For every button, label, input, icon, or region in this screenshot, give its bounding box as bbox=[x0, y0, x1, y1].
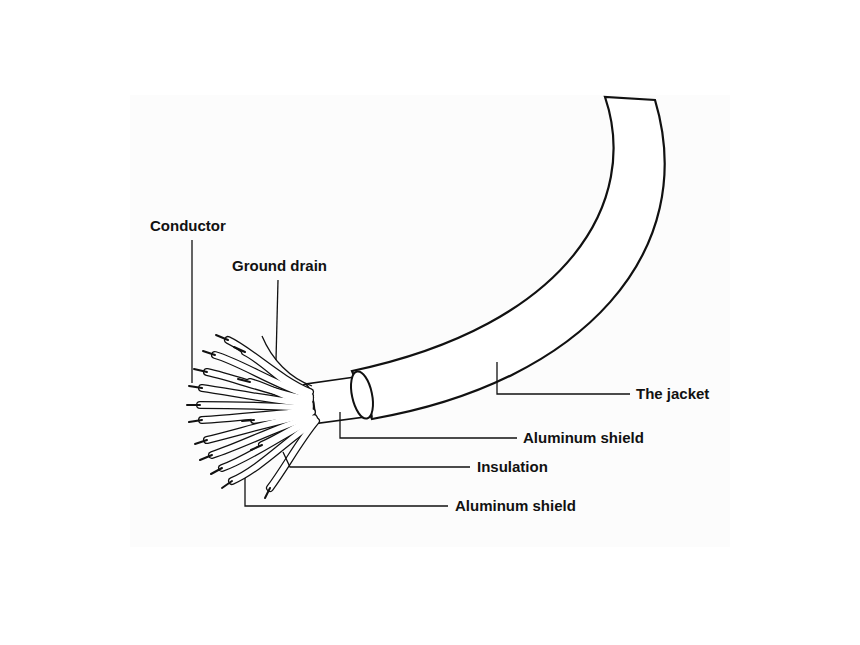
part-label: Conductor bbox=[150, 217, 226, 235]
leader-lines bbox=[192, 240, 630, 506]
part-label: Aluminum shield bbox=[455, 497, 576, 515]
part-label: Insulation bbox=[477, 458, 548, 476]
part-label: Aluminum shield bbox=[523, 429, 644, 447]
background-panel bbox=[130, 95, 730, 547]
wire-bundle bbox=[187, 335, 316, 498]
cable-jacket bbox=[352, 97, 665, 419]
part-label: The jacket bbox=[636, 385, 709, 403]
part-label: Ground drain bbox=[232, 257, 327, 275]
jacket-cut-end bbox=[347, 369, 377, 420]
